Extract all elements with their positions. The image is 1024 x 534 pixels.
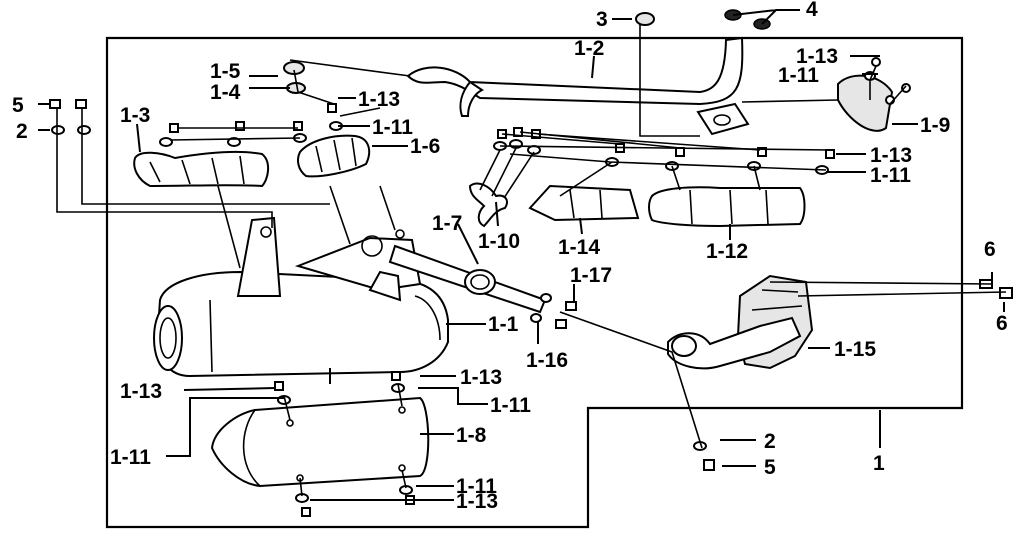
label-1-10: 1-10 bbox=[478, 230, 520, 253]
label-3: 3 bbox=[596, 8, 608, 31]
label-6-upper: 6 bbox=[984, 238, 996, 261]
label-2-top-left: 2 bbox=[16, 120, 28, 143]
label-1-15: 1-15 bbox=[834, 338, 876, 361]
label-1-13-mid: 1-13 bbox=[460, 366, 502, 389]
label-1-11-top-right: 1-11 bbox=[778, 64, 819, 87]
label-1-1: 1-1 bbox=[488, 313, 519, 336]
muffler-heat-shield bbox=[210, 396, 430, 488]
label-1-13-mid-left: 1-13 bbox=[120, 380, 162, 403]
label-1-12: 1-12 bbox=[706, 240, 748, 263]
label-1-13-right: 1-13 bbox=[870, 144, 912, 167]
label-1-11-mid: 1-11 bbox=[490, 394, 531, 417]
label-1-2: 1-2 bbox=[574, 37, 604, 60]
label-1-11-right: 1-11 bbox=[870, 164, 911, 187]
label-5-bottom: 5 bbox=[764, 456, 776, 479]
label-4: 4 bbox=[806, 0, 818, 21]
label-5-top-left: 5 bbox=[12, 94, 24, 117]
label-1-11-bottom: 1-11 bbox=[456, 475, 497, 498]
label-1-8: 1-8 bbox=[456, 424, 487, 447]
heat-protector-left bbox=[133, 150, 269, 188]
heat-shield-14 bbox=[528, 184, 640, 222]
exhaust-pipe bbox=[406, 22, 750, 137]
label-2-bottom: 2 bbox=[764, 430, 776, 453]
label-1-11-top-left: 1-11 bbox=[372, 116, 413, 139]
muffler-body bbox=[153, 216, 449, 378]
assembly-frame bbox=[105, 36, 964, 529]
pipe-heat-shield bbox=[741, 74, 894, 132]
exhaust-manifold bbox=[667, 274, 814, 370]
assembly-lines bbox=[56, 59, 1007, 497]
label-1-13-top-left: 1-13 bbox=[358, 88, 400, 111]
label-1-14: 1-14 bbox=[558, 236, 600, 259]
label-1-5: 1-5 bbox=[210, 60, 241, 83]
label-1-17: 1-17 bbox=[570, 264, 612, 287]
label-1: 1 bbox=[873, 452, 885, 475]
label-1-13-top-right: 1-13 bbox=[796, 45, 838, 68]
fasteners bbox=[49, 57, 1013, 517]
heat-shield-12 bbox=[648, 186, 806, 228]
label-1-16: 1-16 bbox=[526, 349, 568, 372]
connection-pipe bbox=[388, 244, 547, 314]
label-1-13-bottom: 1-13 bbox=[456, 490, 498, 513]
label-1-7: 1-7 bbox=[432, 212, 462, 235]
heat-protector-right bbox=[297, 134, 371, 178]
label-6-lower: 6 bbox=[996, 312, 1008, 335]
label-1-4: 1-4 bbox=[210, 81, 241, 104]
label-1-3: 1-3 bbox=[120, 104, 150, 127]
stay-bracket bbox=[468, 182, 508, 228]
label-1-6: 1-6 bbox=[410, 135, 440, 158]
gasket-ring bbox=[635, 12, 655, 26]
label-1-9: 1-9 bbox=[920, 114, 950, 137]
label-1-11-mid-left: 1-11 bbox=[110, 446, 151, 469]
leader-lines bbox=[38, 9, 1005, 501]
